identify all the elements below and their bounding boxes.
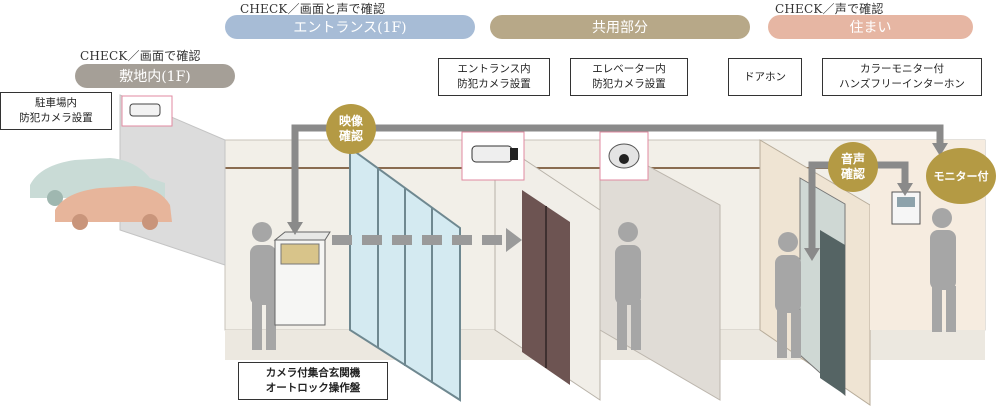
video-check-badge: 映像 確認	[326, 104, 376, 154]
badge-line: 確認	[840, 167, 865, 181]
voice-check-badge: 音声 確認	[828, 142, 878, 192]
autolock-panel-stand	[273, 231, 331, 326]
callout-line: エレベーター内	[592, 63, 666, 75]
callout-line: ドアホン	[744, 71, 786, 83]
camera-frames	[121, 95, 649, 181]
callout-line: カラーモニター付	[860, 63, 944, 75]
callout-line: 防犯カメラ設置	[19, 112, 93, 124]
callout-line: カメラ付集合玄関機	[265, 367, 361, 379]
autolock-panel-callout: カメラ付集合玄関機 オートロック操作盤	[238, 362, 388, 400]
entrance-camera-callout: エントランス内 防犯カメラ設置	[438, 58, 550, 96]
callout-line: エントランス内	[457, 63, 531, 75]
door-phone-callout: ドアホン	[728, 58, 802, 96]
people-silhouettes	[250, 208, 956, 358]
parked-cars	[30, 158, 172, 230]
intercom-callout: カラーモニター付 ハンズフリーインターホン	[822, 58, 982, 96]
home-section-label: 住まい	[768, 15, 973, 39]
home-check-label: CHECK／声で確認	[775, 2, 884, 16]
entrance-check-label: CHECK／画面と声で確認	[240, 2, 386, 16]
parking-camera-callout: 駐車場内 防犯カメラ設置	[0, 92, 112, 130]
callout-line: オートロック操作盤	[265, 382, 361, 394]
badge-line: 音声	[840, 152, 865, 166]
callout-line: 防犯カメラ設置	[457, 78, 531, 90]
callout-line: ハンズフリーインターホン	[839, 78, 965, 90]
site-check-label: CHECK／画面で確認	[80, 49, 201, 63]
common-section-label: 共用部分	[490, 15, 750, 39]
callout-line: 駐車場内	[35, 97, 77, 109]
entrance-section-label: エントランス(1F)	[225, 15, 475, 39]
badge-line: モニター付	[933, 169, 989, 183]
site-section-label: 敷地内(1F)	[75, 64, 235, 88]
badge-line: 映像	[338, 114, 363, 128]
callout-line: 防犯カメラ設置	[592, 78, 666, 90]
monitor-badge: モニター付	[926, 148, 996, 204]
flow-arrow	[332, 228, 522, 252]
badge-line: 確認	[338, 129, 363, 143]
elevator-camera-callout: エレベーター内 防犯カメラ設置	[570, 58, 688, 96]
